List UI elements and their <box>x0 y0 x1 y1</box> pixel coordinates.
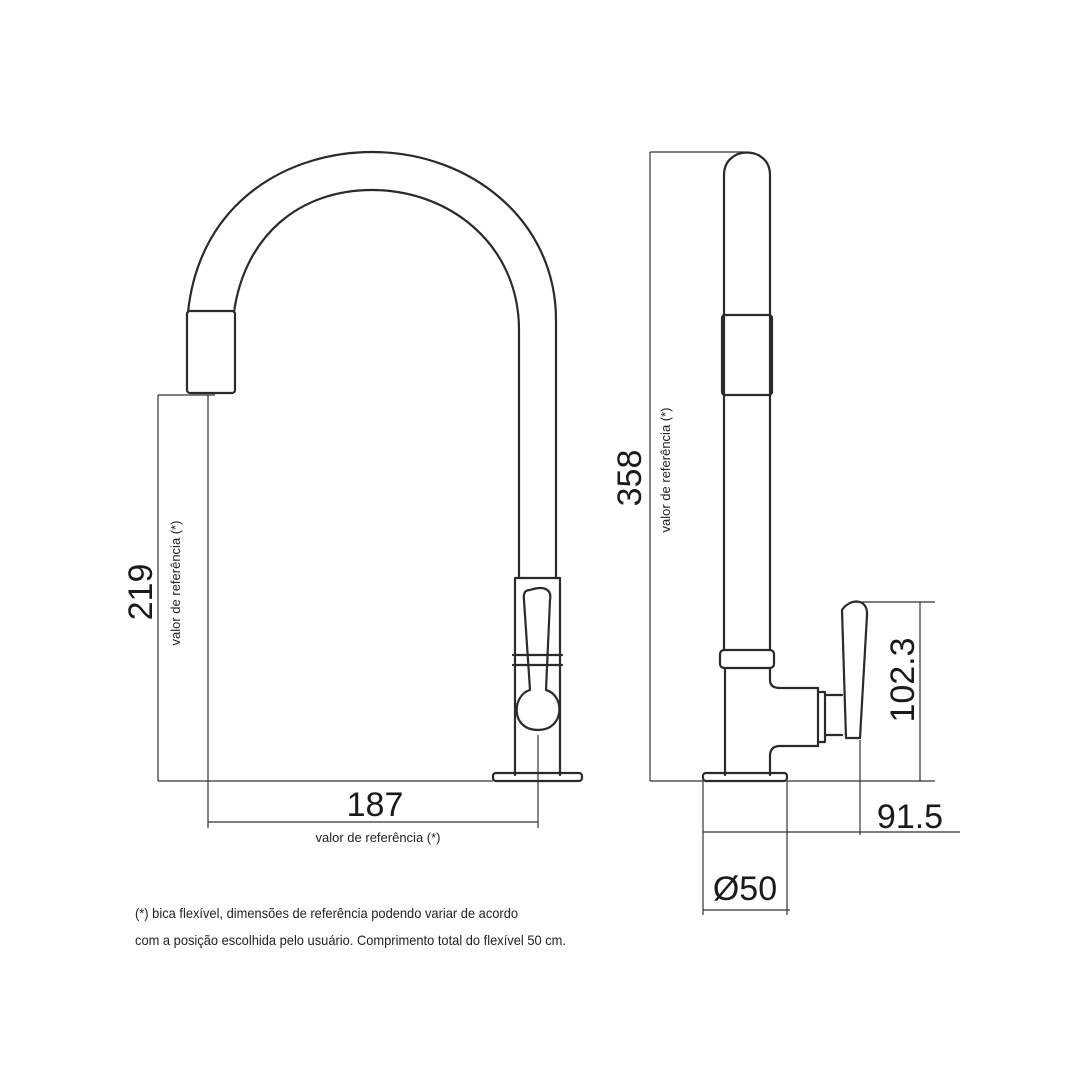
spout-outer <box>186 150 558 580</box>
connector <box>816 690 844 744</box>
aerator <box>720 313 774 397</box>
body <box>511 576 564 777</box>
height-note: valor de referência (*) <box>658 408 673 533</box>
height-dim-219: 219 <box>122 564 160 621</box>
spout-inner <box>232 188 521 580</box>
base-diameter-dim: Ø50 <box>713 870 777 908</box>
handle <box>515 586 561 732</box>
front-view-faucet <box>185 150 584 783</box>
front-view-dimensions: 219 valor de referência (*) 187 valor de… <box>122 394 539 845</box>
aerator <box>185 309 237 395</box>
reach-note: valor de referência (*) <box>316 830 441 845</box>
height-dim-358: 358 <box>611 450 649 507</box>
reach-dim-187: 187 <box>347 786 404 824</box>
side-view-faucet <box>701 151 869 783</box>
lever-handle <box>840 600 869 740</box>
spout-tube <box>722 151 772 652</box>
handle-height-dim: 102.3 <box>884 637 922 722</box>
height-note: valor de referência (*) <box>168 521 183 646</box>
collar <box>718 648 776 670</box>
body <box>723 666 820 777</box>
base-plate <box>701 771 789 783</box>
side-view-dimensions: 358 valor de referência (*) 102.3 91.5 Ø… <box>611 151 960 915</box>
footnote-line-1: (*) bica flexível, dimensões de referênc… <box>135 905 519 921</box>
depth-dim: 91.5 <box>877 798 943 836</box>
footnote-line-2: com a posição escolhida pelo usuário. Co… <box>135 932 566 948</box>
